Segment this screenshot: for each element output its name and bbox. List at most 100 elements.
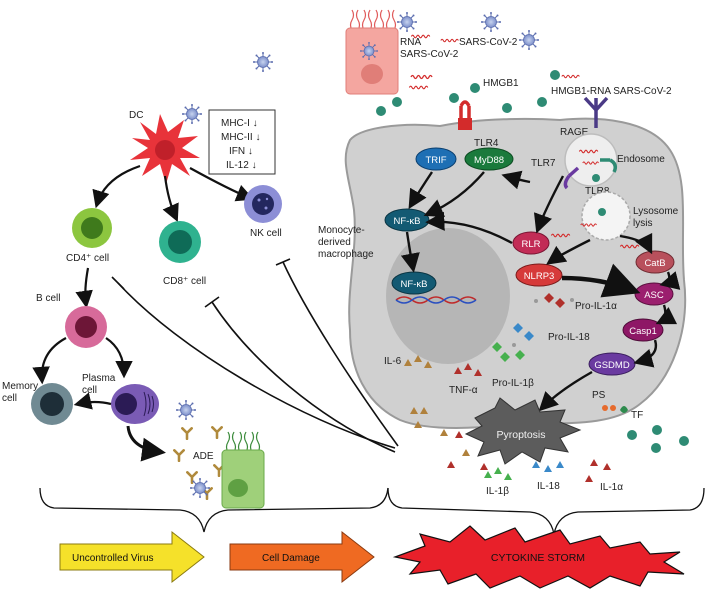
dc-box-line-3: IFN ↓ [229,146,253,157]
endosome-label: Endosome [617,154,665,165]
tlr8-receptor [600,158,618,173]
casp1-node: Casp1 [622,318,664,342]
virus-particle-icon [253,52,273,72]
hmgb1-rna-label: HMGB1-RNA SARS-CoV-2 [551,86,672,97]
cytokine-storm-burst: CYTOKINE STORM [392,525,685,589]
svg-text:Cell Damage: Cell Damage [262,553,320,564]
tlr7-label: TLR7 [531,158,556,169]
svg-text:Pyroptosis: Pyroptosis [496,429,545,441]
plasma-cell [111,384,159,424]
dc-effects-box [208,109,276,175]
gsdmd-node: GSDMD [588,352,636,376]
tlr7-receptor [563,166,580,190]
tnfa-label: TNF-α [449,385,478,396]
pro-il1a-markers [534,293,574,308]
dc-box-line-1: MHC-I ↓ [221,118,258,129]
il1a-label: IL-1α [600,482,623,493]
virus-particle-icon [519,30,539,50]
il6-label: IL-6 [384,356,402,367]
cd8-label: CD8⁺ cell [163,276,206,287]
infected-epithelial-cell [345,9,399,95]
svg-text:Uncontrolled Virus: Uncontrolled Virus [72,553,154,564]
svg-text:ASC: ASC [644,290,664,301]
dc-label: DC [129,110,143,121]
pro-il18-label: Pro-IL-18 [548,332,590,343]
pro-il1a-label: Pro-IL-1α [575,301,617,312]
b-cell-label: B cell [36,293,60,304]
ade-label: ADE [193,451,214,462]
rage-receptor [583,96,609,128]
hmgb1-particles [376,70,689,453]
memory-label-line-2: cell [2,393,17,404]
macrophage-label-line-3: macrophage [318,249,374,260]
sars-cov2-label: SARS-CoV-2 [459,37,518,48]
cd8-cell [159,221,201,263]
myd88-node: MyD88 [464,147,514,171]
virus-particle-icon [360,42,378,60]
nk-label: NK cell [250,228,282,239]
bottom-braces [39,487,705,535]
svg-text:NF-κB: NF-κB [394,216,421,227]
tlr8-label: TLR8 [585,186,610,197]
svg-text:CYTOKINE STORM: CYTOKINE STORM [491,552,585,564]
ps-tf-markers [602,405,628,413]
virus-particle-icon [481,12,501,32]
pyroptosis-burst: Pyroptosis [464,397,582,465]
virus-particle-icon [176,400,196,420]
il1b-label: IL-1β [486,486,509,497]
dendritic-cell [130,104,202,184]
plasma-label-line-2: cell [82,385,97,396]
pro-il18-markers [513,323,534,341]
tnfa-markers [454,363,482,376]
cd4-cell [72,208,112,248]
tlr4-label: TLR4 [474,138,499,149]
released-cytokines [410,407,611,482]
endosome [563,133,618,190]
dc-box-line-4: IL-12 ↓ [226,160,257,171]
tlr4-receptor [458,100,472,130]
il6-markers [404,355,432,368]
tf-label: TF [631,410,643,421]
trif-node: TRIF [415,147,457,171]
svg-text:Casp1: Casp1 [629,326,656,337]
virus-particle-icon [190,478,210,498]
lysosome [580,191,631,241]
virus-particle-icon [397,12,417,32]
ade-infected-cell [221,431,265,509]
il18-label: IL-18 [537,481,560,492]
svg-text:RLR: RLR [521,239,540,250]
b-cell [65,306,107,348]
pro-il1b-label: Pro-IL-1β [492,378,534,389]
hmgb1-label: HMGB1 [483,78,519,89]
plasma-label-line-1: Plasma [82,373,116,384]
rlr-node: RLR [512,231,550,255]
svg-text:NLRP3: NLRP3 [524,271,555,282]
lysosome-label-line-1: Lysosome [633,206,679,217]
dna-helix [395,296,477,304]
macrophage-label-line-1: Monocyte- [318,225,365,236]
inhibition-lines [111,258,399,453]
rna-sars-label-line-1: RNA [400,37,421,48]
dc-box-line-2: MHC-II ↓ [221,132,260,143]
nk-cell [244,185,282,223]
rna-sars-label-line-2: SARS-CoV-2 [400,49,459,60]
macrophage-label-line-2: derived [318,237,351,248]
nlrp3-node: NLRP3 [515,263,563,287]
asc-node: ASC [634,282,674,306]
svg-text:GSDMD: GSDMD [594,360,630,371]
lysosome-label-line-2: lysis [633,218,652,229]
step-cell-damage: Cell Damage [229,530,375,584]
ps-label: PS [592,390,606,401]
virus-particle-icon [182,104,202,124]
rage-label: RAGE [560,127,589,138]
svg-text:TRIF: TRIF [425,155,446,166]
memory-cell [31,383,73,425]
svg-text:NF-κB: NF-κB [401,279,428,290]
pro-il1b-markers [492,342,525,362]
svg-text:CatB: CatB [644,258,665,269]
cd4-label: CD4⁺ cell [66,253,109,264]
step-uncontrolled-virus: Uncontrolled Virus [59,530,205,584]
nfkb-cytoplasm-node: NF-κB [384,208,430,232]
memory-label-line-1: Memory [2,381,38,392]
